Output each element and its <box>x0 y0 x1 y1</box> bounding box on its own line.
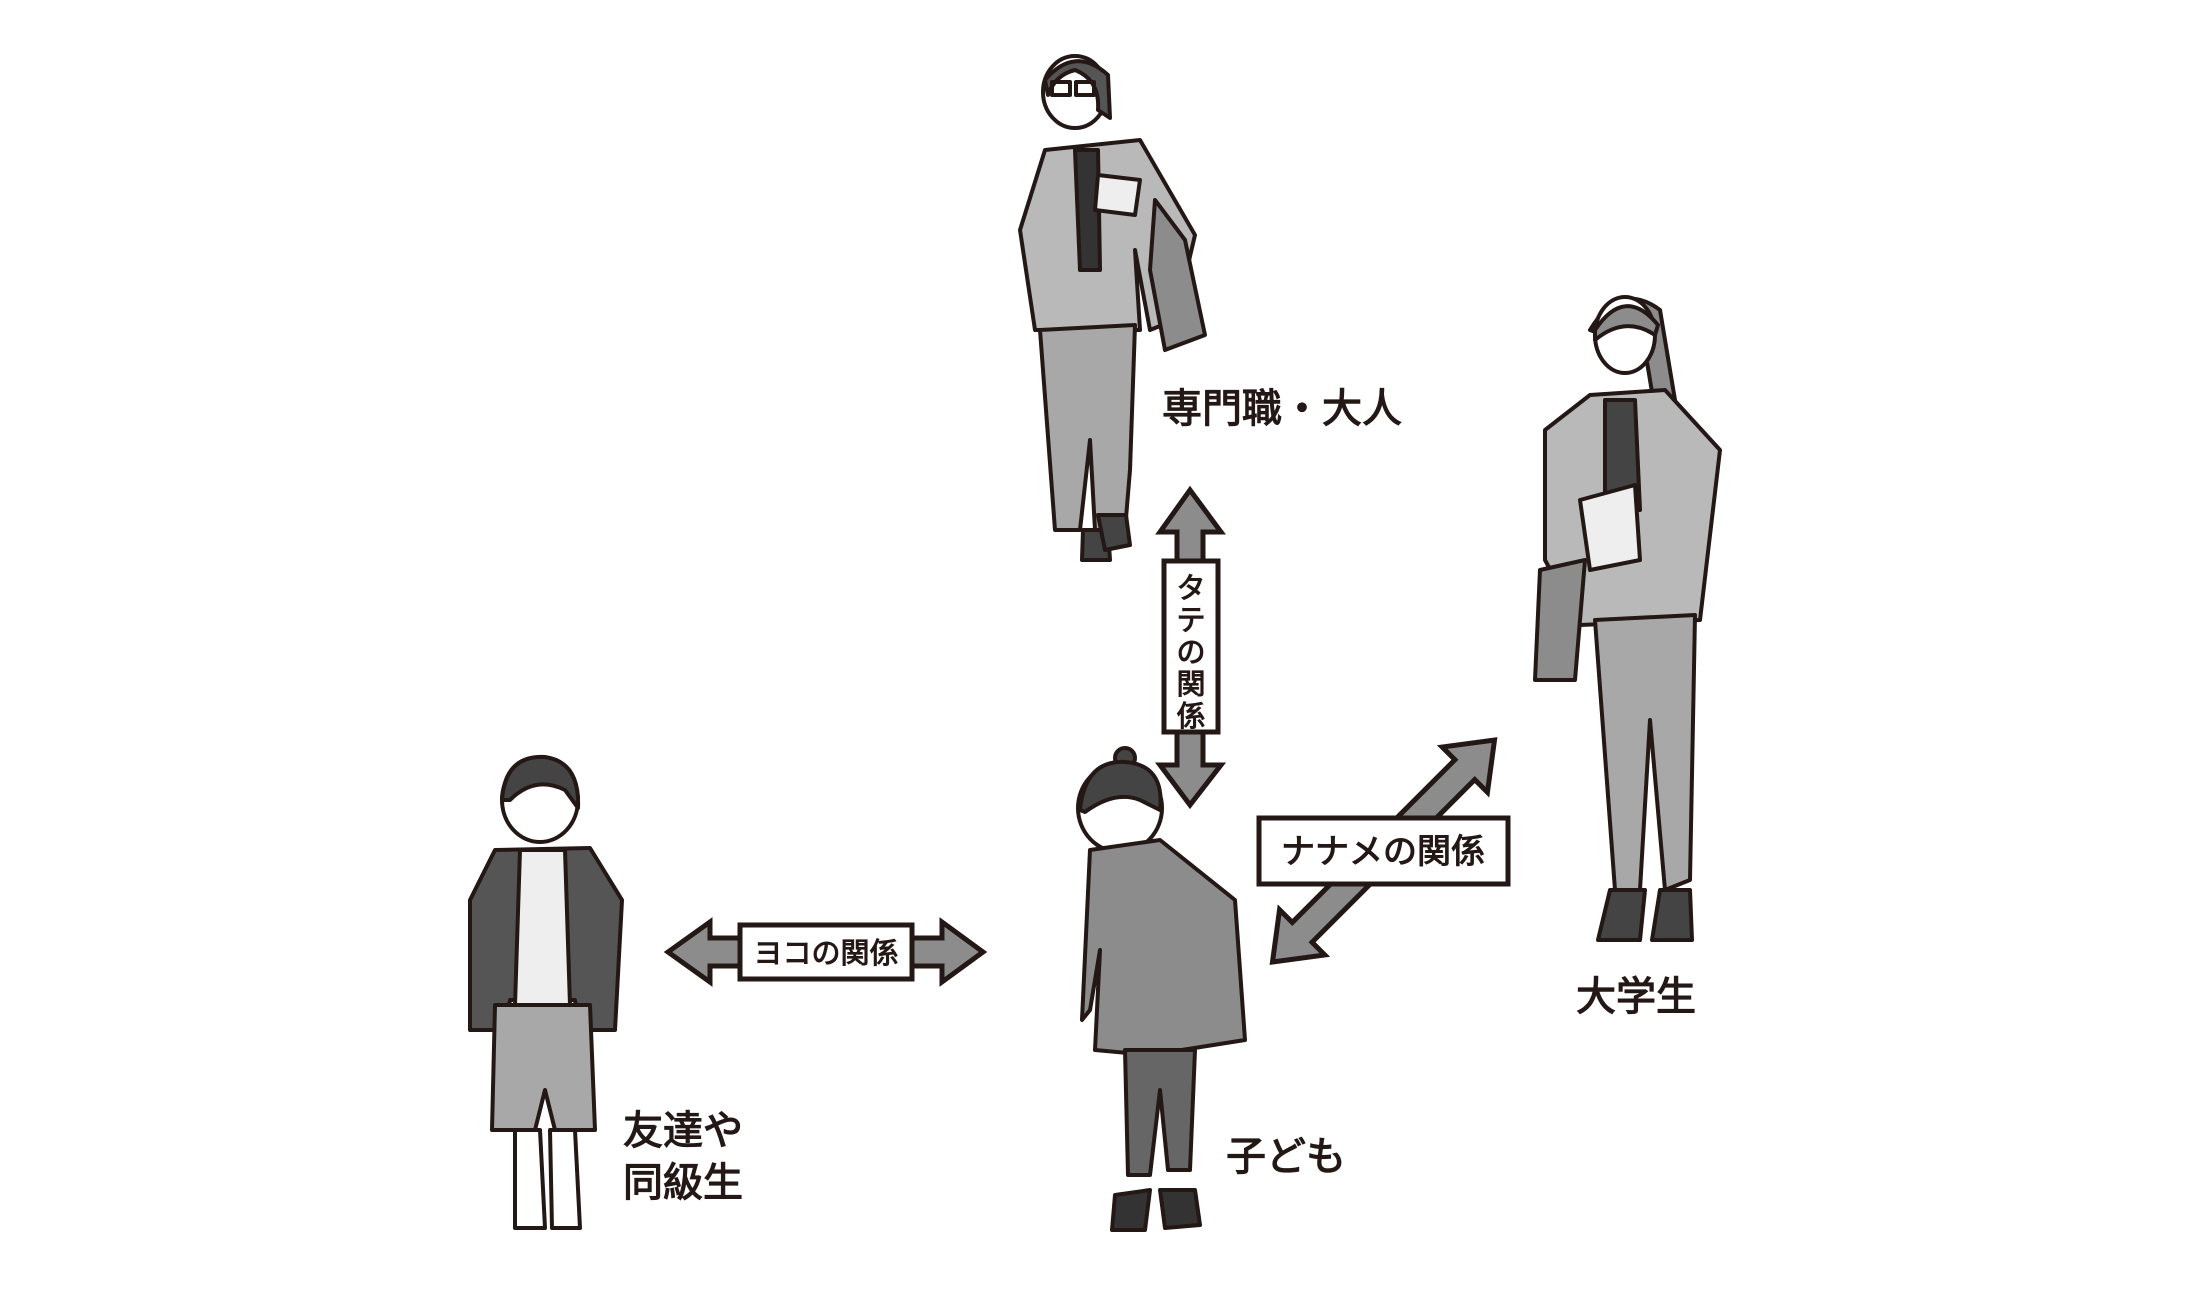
child-figure <box>1076 746 1247 1232</box>
vertical-label-char: テ <box>1176 603 1205 637</box>
friend-label-line1: 友達や <box>623 1108 743 1154</box>
horizontal-relation-label-box <box>737 922 915 982</box>
friend-label-line2: 同級生 <box>623 1160 743 1206</box>
diagonal-relation-label-box <box>1256 815 1511 887</box>
vertical-label-char: 関 <box>1176 667 1205 701</box>
diagonal-relation-label: ナナメの関係 <box>1281 832 1485 872</box>
university-student-figure <box>1533 295 1722 942</box>
child-label: 子ども <box>1226 1134 1346 1180</box>
horizontal-relation-label: ヨコの関係 <box>753 936 898 970</box>
vertical-label-char: の <box>1176 635 1205 669</box>
vertical-relation-label-box <box>1161 558 1221 735</box>
adult-professional-figure <box>1018 54 1207 562</box>
university-student-label: 大学生 <box>1576 974 1696 1020</box>
vertical-relation-arrow: タ テ の 関 係 <box>1155 485 1227 810</box>
horizontal-relation-arrow: ヨコの関係 <box>663 917 988 987</box>
friend-figure <box>468 754 624 1230</box>
vertical-label-char: タ <box>1176 571 1205 605</box>
vertical-label-char: 係 <box>1176 699 1205 733</box>
adult-professional-label: 専門職・大人 <box>1162 386 1402 432</box>
diagonal-relation-arrow: ナナメの関係 <box>1256 737 1511 965</box>
